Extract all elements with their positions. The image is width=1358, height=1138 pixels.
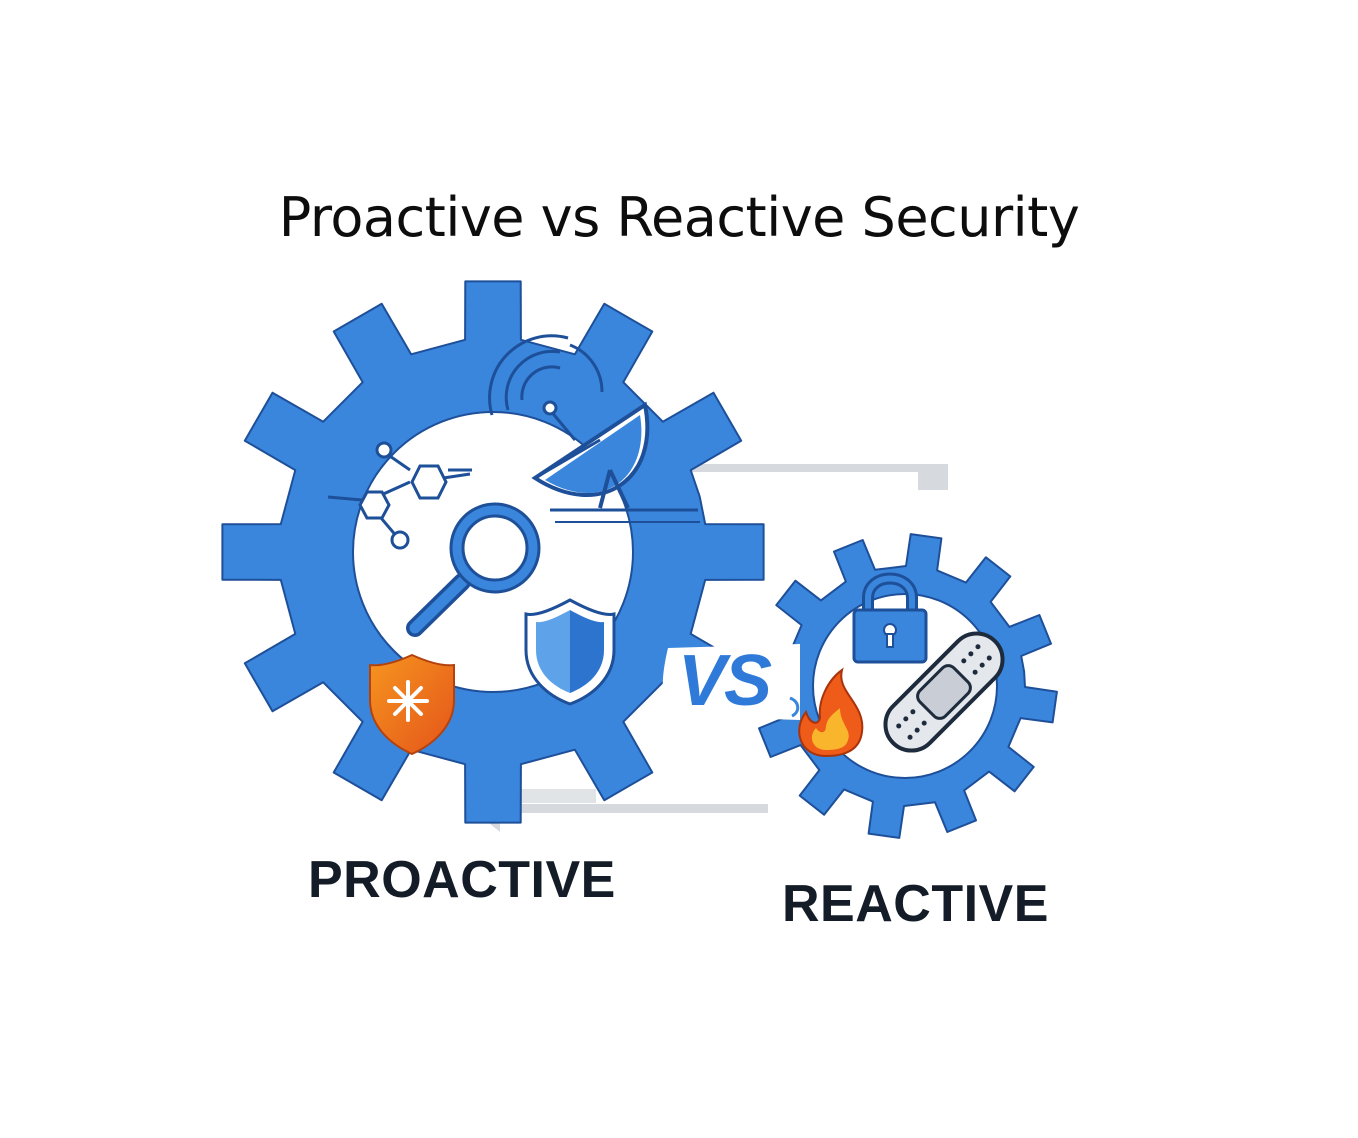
reactive-label: REACTIVE <box>782 875 1049 933</box>
network-nodes-icon <box>327 441 472 550</box>
padlock-icon <box>852 572 928 664</box>
fire-icon <box>798 667 864 758</box>
vs-label: VS <box>678 641 772 721</box>
proactive-label: PROACTIVE <box>308 851 616 909</box>
top-connector-arrow <box>690 464 948 490</box>
alert-shield-icon <box>369 653 455 756</box>
vs-badge <box>662 644 800 720</box>
shield-icon <box>524 598 616 706</box>
satellite-dish-icon <box>488 334 700 523</box>
bandage-icon <box>883 631 1005 753</box>
magnifier-icon <box>406 502 541 637</box>
page-title: Proactive vs Reactive Security <box>278 186 1080 249</box>
